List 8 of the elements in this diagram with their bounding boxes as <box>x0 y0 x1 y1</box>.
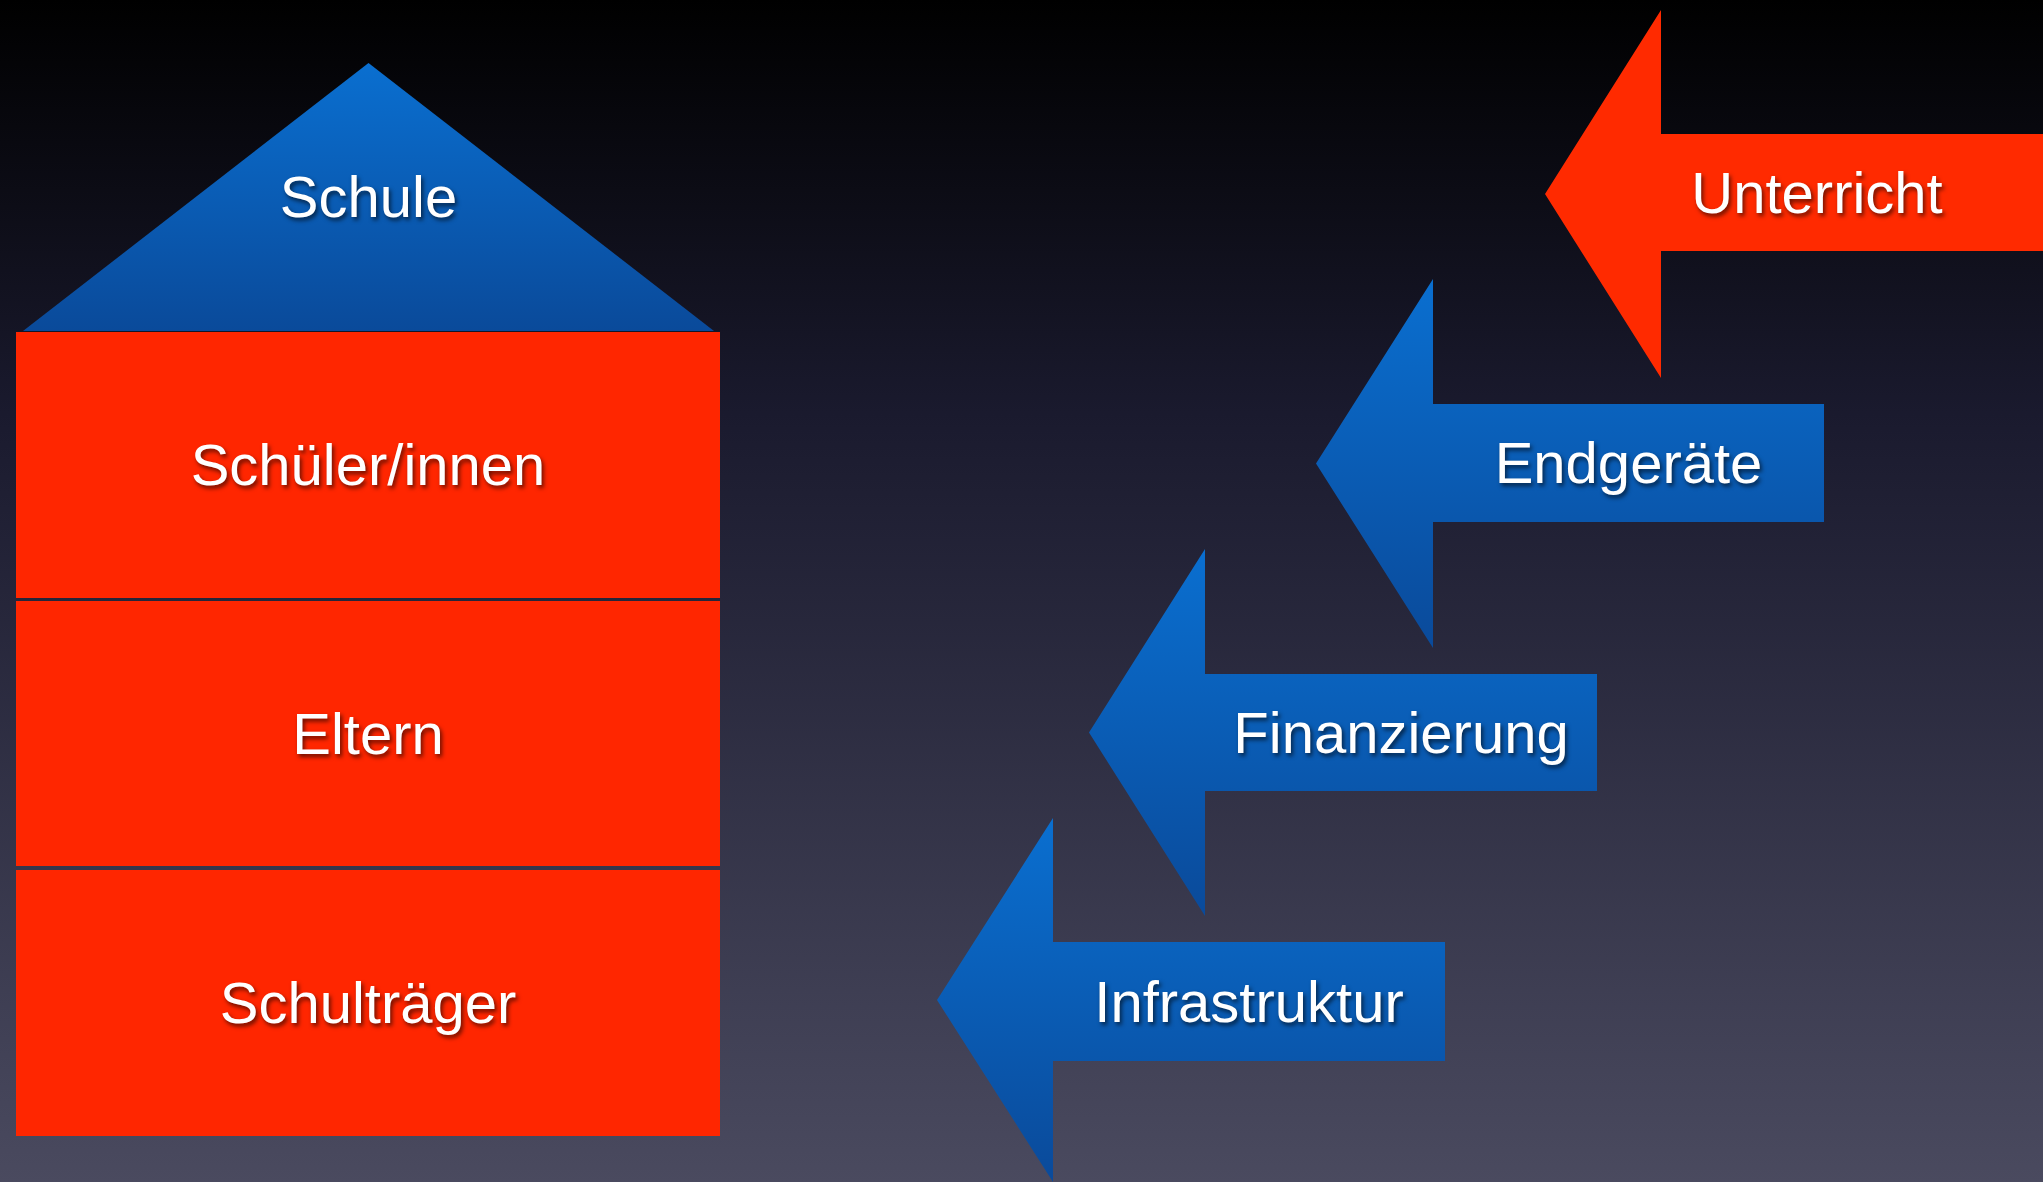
node-label: Schulträger <box>219 971 517 1035</box>
node-label: Schüler/innen <box>190 433 546 497</box>
node-label: Finanzierung <box>1233 700 1569 765</box>
node-label: Unterricht <box>1691 160 1943 225</box>
node-label: Eltern <box>292 701 444 766</box>
node-label: Endgeräte <box>1494 431 1763 495</box>
node-label: Schule <box>279 165 458 229</box>
node-label: Infrastruktur <box>1094 969 1404 1034</box>
